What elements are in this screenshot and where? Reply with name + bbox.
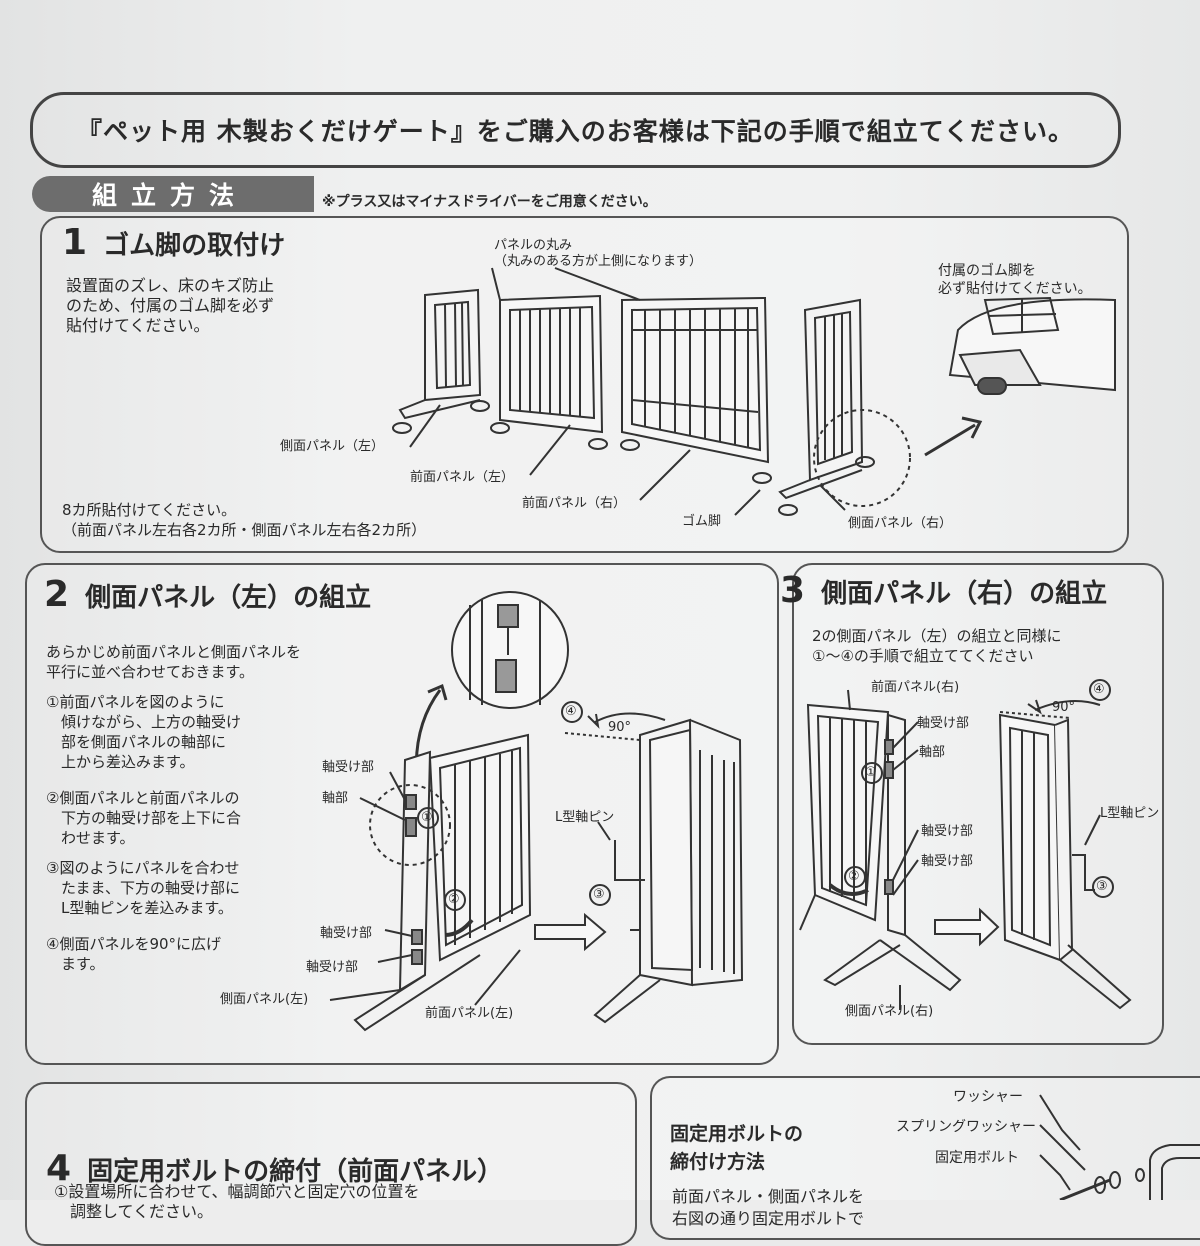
label-front-right: 前面パネル（右）	[522, 496, 627, 511]
step2-label-c4: ④	[565, 704, 577, 719]
step3-label-shaft: 軸部	[919, 745, 946, 760]
section-badge-label: 組立方法	[92, 181, 249, 210]
step3-label-bearing2: 軸受け部	[921, 824, 974, 839]
step2-heading: 2 側面パネル（左）の組立	[44, 574, 371, 615]
step2-title: 側面パネル（左）の組立	[85, 583, 372, 613]
label-rubber-note: 付属のゴム脚を 必ず貼付けてください。	[938, 263, 1092, 297]
step1-title: ゴム脚の取付け	[103, 231, 286, 261]
step2-label-angle: 90°	[608, 720, 632, 735]
step4-heading: 4 固定用ボルトの締付（前面パネル）	[46, 1148, 503, 1189]
step3-label-bearing1: 軸受け部	[917, 716, 970, 731]
label-fixing-bolt: 固定用ボルト	[935, 1150, 1019, 1166]
step3-label-c3: ③	[1096, 879, 1108, 894]
step1-illustration	[392, 267, 1116, 516]
step2-item-2: ②側面パネルと前面パネルの 下方の軸受け部を上下に合 わせます。	[46, 789, 242, 847]
step4-title: 固定用ボルトの締付（前面パネル）	[87, 1157, 504, 1187]
step3-label-bearing3: 軸受け部	[921, 854, 974, 869]
label-front-left: 前面パネル（左）	[410, 470, 515, 485]
step2-label-front-left: 前面パネル(左)	[425, 1006, 514, 1021]
step2-illustration	[329, 591, 744, 1032]
step2-label-c1: ①	[421, 810, 433, 825]
section-badge: 組立方法	[32, 176, 314, 212]
step1-note: 8カ所貼付けてください。 （前面パネル左右各2カ所・側面パネル左右各2カ所）	[62, 501, 427, 539]
step1-number: 1	[62, 222, 88, 263]
step3-number: 3	[780, 570, 806, 611]
label-rubber-foot: ゴム脚	[682, 514, 722, 529]
step3-label-c2: ②	[848, 869, 860, 884]
step3-label-angle: 90°	[1052, 700, 1076, 715]
step3-body: 2の側面パネル（左）の組立と同様に ①～④の手順で組立ててください	[812, 627, 1062, 665]
step2-item-3: ③図のようにパネルを合わせ たまま、下方の軸受け部に L型軸ピンを差込みます。	[46, 859, 240, 917]
step3-label-c1: ①	[865, 765, 877, 780]
step2-label-c2: ②	[448, 892, 460, 907]
step3-label-lpin: L型軸ピン	[1100, 806, 1160, 821]
step2-label-side-left: 側面パネル(左)	[220, 992, 309, 1007]
step2-number: 2	[44, 574, 70, 615]
step2-label-shaft: 軸部	[322, 791, 349, 806]
step2-label-bearing3: 軸受け部	[306, 960, 359, 975]
step4-number: 4	[46, 1148, 72, 1189]
label-washer: ワッシャー	[953, 1089, 1023, 1105]
bolt-method-title: 固定用ボルトの 締付け方法	[670, 1123, 804, 1173]
header-banner: 『ペット用 木製おくだけゲート』をご購入のお客様は下記の手順で組立てください。	[30, 92, 1121, 168]
step3-illustration	[799, 679, 1132, 1010]
header-title: 『ペット用 木製おくだけゲート』をご購入のお客様は下記の手順で組立てください。	[77, 117, 1074, 146]
step2-label-lpin: L型軸ピン	[555, 810, 615, 825]
step1-body: 設置面のズレ、床のキズ防止 のため、付属のゴム脚を必ず 貼付けてください。	[66, 276, 275, 335]
label-side-left: 側面パネル（左）	[280, 439, 385, 454]
step3-label-side-right: 側面パネル(右)	[845, 1004, 934, 1019]
step2-item-4: ④側面パネルを90°に広げ ます。	[46, 935, 222, 973]
label-spring-washer: スプリングワッシャー	[896, 1119, 1036, 1135]
step3-title: 側面パネル（右）の組立	[821, 579, 1108, 609]
step2-body: あらかじめ前面パネルと側面パネルを 平行に並べ合わせておきます。	[46, 643, 302, 681]
step2-label-c3: ③	[593, 887, 605, 902]
step2-label-bearing1: 軸受け部	[322, 760, 375, 775]
bolt-illustration	[1039, 1094, 1200, 1200]
label-panel-round: パネルの丸み （丸みのある方が上側になります）	[494, 238, 703, 269]
step2-label-bearing2: 軸受け部	[320, 926, 373, 941]
step2-item-1: ①前面パネルを図のように 傾けながら、上方の軸受け 部を側面パネルの軸部に 上か…	[46, 693, 242, 771]
step3-heading: 3 側面パネル（右）の組立	[780, 570, 1107, 611]
step1-heading: 1 ゴム脚の取付け	[62, 222, 285, 263]
step3-label-front-right: 前面パネル(右)	[871, 680, 960, 695]
label-side-right: 側面パネル（右）	[848, 516, 953, 531]
section-note: ※プラス又はマイナスドライバーをご用意ください。	[322, 194, 657, 210]
step3-label-c4: ④	[1093, 682, 1105, 697]
